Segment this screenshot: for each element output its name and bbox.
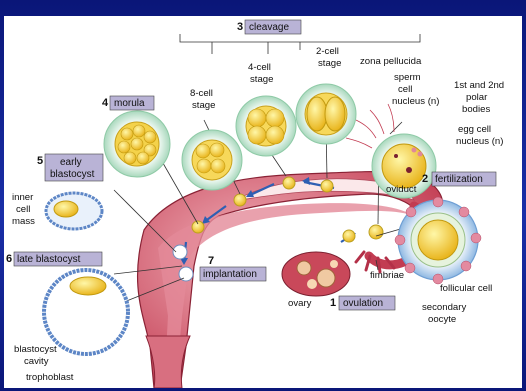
label-secondary-2: oocyte — [428, 314, 456, 325]
label-cleavage: 3 cleavage — [237, 20, 301, 34]
label-egg-2: nucleus (n) — [456, 136, 503, 147]
label-sperm-3: nucleus (n) — [392, 96, 439, 107]
label-2cell-1: 2-cell — [316, 46, 339, 57]
secondary-oocyte — [395, 197, 481, 284]
svg-text:late blastocyst: late blastocyst — [17, 254, 81, 265]
svg-text:6: 6 — [6, 253, 12, 265]
label-4cell-2: stage — [250, 74, 273, 85]
label-early-blastocyst: 5 early blastocyst — [37, 154, 103, 181]
label-ovulation: 1 ovulation — [330, 296, 395, 310]
morula-cell — [104, 111, 170, 177]
label-polar-1: 1st and 2nd — [454, 80, 504, 91]
label-polar-2: polar — [466, 92, 488, 103]
label-bcavity-1: blastocyst — [14, 344, 57, 355]
label-egg-1: egg cell — [458, 124, 491, 135]
label-implantation: 7 implantation — [200, 255, 266, 281]
svg-text:early: early — [60, 157, 82, 168]
ovary-illustration — [282, 252, 350, 296]
eight-cell-stage — [182, 130, 242, 190]
reproduction-diagram: 3 cleavage 8-cell stage 4-cell stage 2-c… — [4, 16, 522, 388]
label-sperm-2: cell — [398, 84, 412, 95]
label-4cell-1: 4-cell — [248, 62, 271, 73]
svg-text:3: 3 — [237, 21, 243, 33]
four-cell-stage — [236, 96, 296, 156]
label-8cell-1: 8-cell — [190, 88, 213, 99]
label-sperm-1: sperm — [394, 72, 421, 83]
label-inner-3: mass — [12, 216, 35, 227]
label-8cell-2: stage — [192, 100, 215, 111]
svg-text:4: 4 — [102, 97, 109, 109]
two-cell-stage — [296, 84, 356, 144]
label-follicular: follicular cell — [440, 283, 492, 294]
label-polar-3: bodies — [462, 104, 490, 115]
svg-text:cleavage: cleavage — [249, 22, 289, 33]
svg-text:morula: morula — [114, 98, 145, 109]
label-oviduct: oviduct — [386, 184, 417, 195]
late-blastocyst — [44, 270, 128, 354]
label-trophoblast: trophoblast — [26, 372, 74, 383]
label-zona: zona pellucida — [360, 56, 422, 67]
svg-text:ovulation: ovulation — [343, 298, 383, 309]
early-blastocyst — [46, 193, 102, 229]
svg-text:implantation: implantation — [203, 269, 257, 280]
svg-text:blastocyst: blastocyst — [50, 169, 95, 180]
label-2cell-2: stage — [318, 58, 341, 69]
label-inner-2: cell — [16, 204, 30, 215]
svg-text:fertilization: fertilization — [435, 174, 483, 185]
label-morula: 4 morula — [102, 96, 154, 110]
label-fimbriae: fimbriae — [370, 270, 404, 281]
svg-text:2: 2 — [422, 173, 428, 185]
svg-text:7: 7 — [208, 255, 214, 267]
label-secondary-1: secondary — [422, 302, 466, 313]
label-ovary: ovary — [288, 298, 312, 309]
label-late-blastocyst: 6 late blastocyst — [6, 252, 102, 266]
svg-text:5: 5 — [37, 155, 43, 167]
svg-text:1: 1 — [330, 297, 336, 309]
label-inner-1: inner — [12, 192, 34, 203]
label-fertilization: 2 fertilization — [422, 172, 496, 186]
label-bcavity-2: cavity — [24, 356, 49, 367]
